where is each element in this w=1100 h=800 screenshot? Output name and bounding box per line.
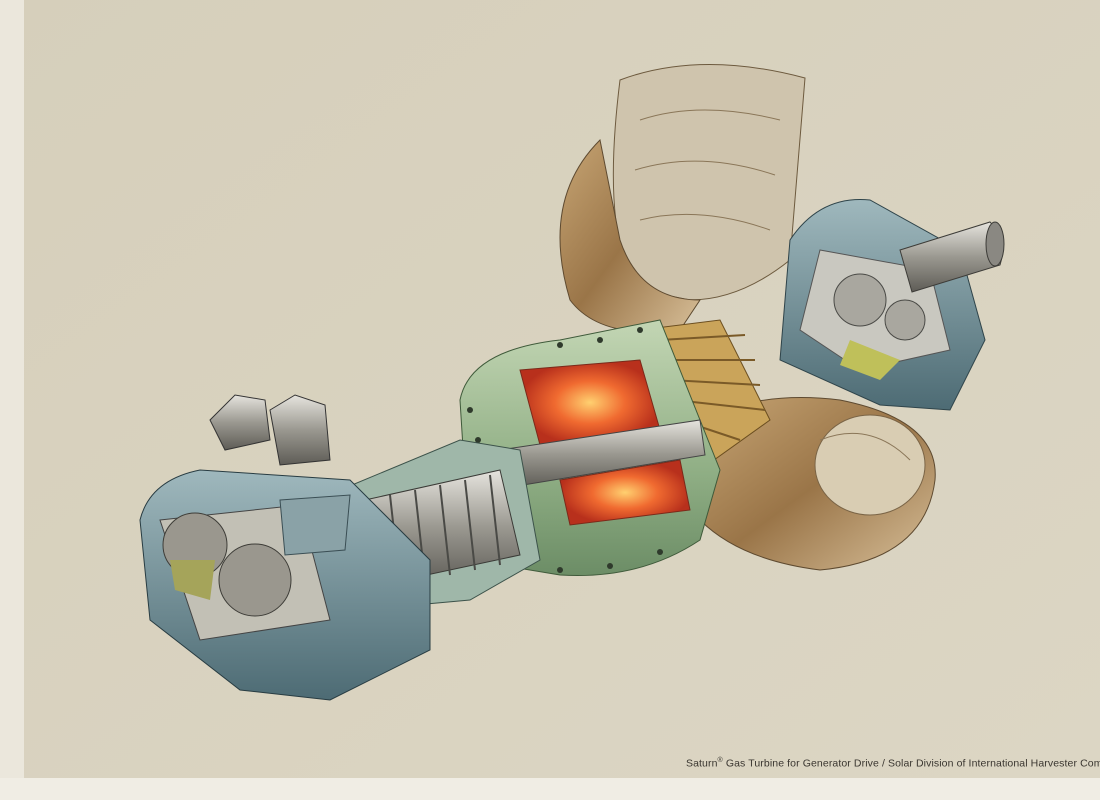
paper-bottom-edge: [0, 778, 1100, 800]
accessory-gearbox: [139, 469, 431, 701]
fuel-control-accessories: [209, 394, 331, 466]
registered-mark: ®: [717, 757, 723, 764]
air-inlet-duct: [559, 64, 806, 333]
paper-left-edge: [0, 0, 24, 800]
poster-caption: Saturn® Gas Turbine for Generator Drive …: [686, 757, 1100, 770]
exhaust-collector: [699, 397, 936, 571]
caption-product: Saturn: [686, 757, 718, 770]
caption-text: Gas Turbine for Generator Drive / Solar …: [725, 757, 1100, 770]
casing-bolts: [467, 327, 663, 573]
output-shaft: [899, 221, 1005, 293]
